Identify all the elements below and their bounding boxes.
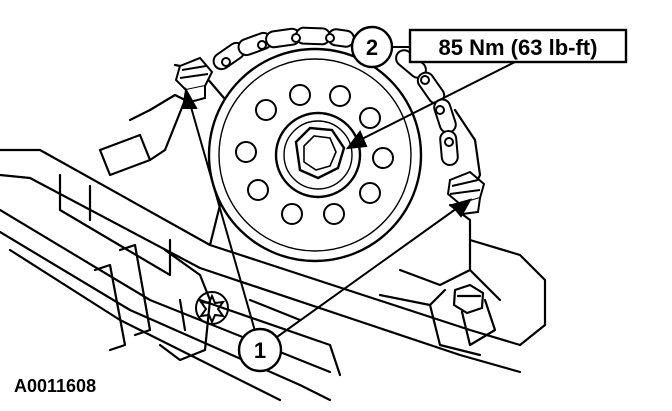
arrowhead-icon — [450, 198, 473, 218]
torque-spec-box: 85 Nm (63 lb-ft) — [408, 28, 628, 64]
arrowhead-icon — [345, 130, 368, 150]
callout-2-number: 2 — [366, 35, 378, 60]
arrowhead-icon — [181, 87, 198, 109]
callout-1: 1 — [237, 327, 283, 373]
guide-bolt-left — [174, 56, 214, 104]
callout-2: 2 — [350, 25, 410, 69]
leader-lines — [181, 59, 520, 343]
timing-chain — [212, 26, 459, 166]
callout-1-number: 1 — [254, 338, 266, 363]
figure-id: A0011608 — [14, 376, 96, 396]
torx-bolt-icon — [195, 291, 229, 325]
torque-spec-text: 85 Nm (63 lb-ft) — [439, 35, 598, 60]
camshaft-sprocket — [207, 47, 423, 263]
guide-bolt-right — [446, 170, 486, 216]
